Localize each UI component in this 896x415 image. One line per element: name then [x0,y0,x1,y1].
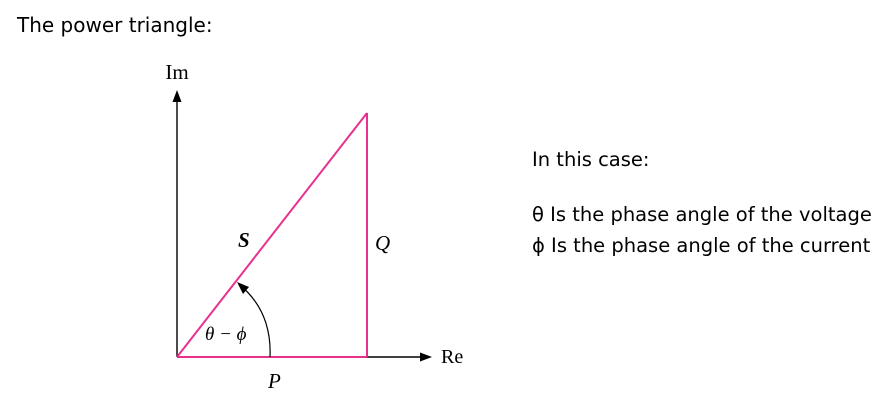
side-label-q: Q [375,231,390,255]
notes-block: In this case: θ Is the phase angle of th… [532,144,872,261]
angle-label: θ − ϕ [205,324,247,345]
re-axis-arrowhead [420,352,432,362]
angle-arc-arrowhead [237,282,249,294]
angle-arc [239,284,271,358]
im-axis-arrowhead [172,90,182,102]
page-title: The power triangle: [17,13,213,37]
phi-definition: ϕ Is the phase angle of the current [532,234,871,257]
im-axis-label: Im [165,60,188,84]
theta-definition: θ Is the phase angle of the voltage [532,203,872,226]
base-label-p: P [267,369,281,393]
hypotenuse-label-s: S [238,228,250,252]
notes-intro: In this case: [532,148,650,171]
re-axis-label: Re [441,346,463,368]
triangle-hypotenuse-s [176,112,368,358]
